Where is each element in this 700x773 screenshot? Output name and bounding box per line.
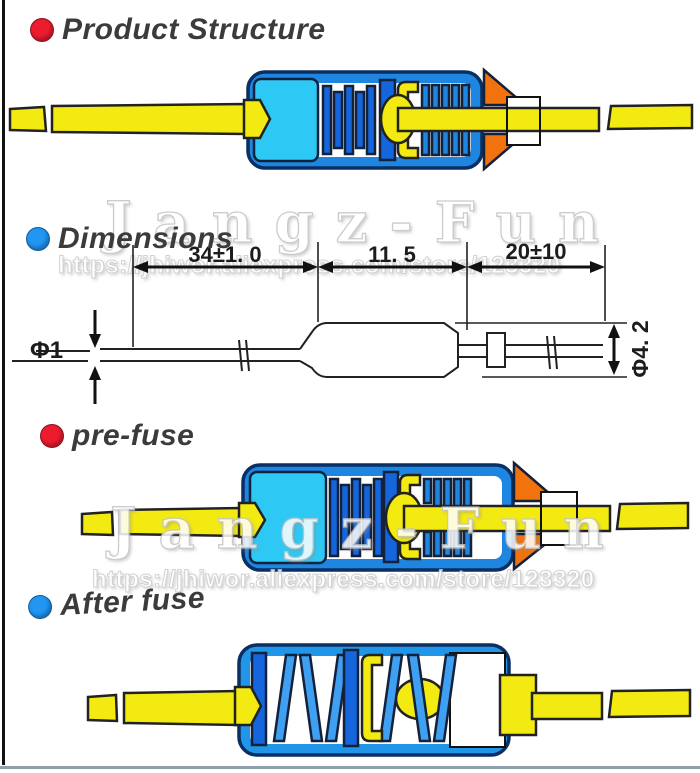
fuse-outline (12, 322, 603, 378)
section-title: Dimensions (58, 222, 234, 255)
blue-dot-icon (26, 227, 50, 251)
section-title: After fuse (59, 581, 206, 622)
dim-body-length: 34±1. 0 (188, 242, 261, 267)
dimension-labels: 34±1. 0 11. 5 20±10 Φ1 Φ4. 2 (30, 239, 653, 378)
fuse-cross-section-after-fuse (86, 643, 692, 757)
right-lead-wire (606, 103, 694, 131)
expanded-spring (272, 653, 458, 743)
section-product-structure: Product Structure (30, 13, 326, 47)
dim-body-diameter: Φ4. 2 (627, 320, 653, 377)
lead-anchor-tab (233, 685, 263, 727)
lead-anchor-tab (242, 98, 272, 140)
section-dimensions: Dimensions (26, 222, 233, 256)
bottom-border-line (0, 766, 700, 769)
right-lead-shaft (396, 106, 601, 133)
section-pre-fuse: pre-fuse (40, 419, 194, 453)
watermark-brand: Jangz-Fun (109, 495, 626, 562)
section-title: Product Structure (62, 13, 326, 46)
left-lead-tip (86, 693, 119, 723)
contact-clip (360, 653, 384, 743)
left-lead-tip (8, 105, 48, 133)
spring-divider (342, 648, 360, 748)
dim-lead-diameter: Φ1 (30, 337, 63, 364)
fuse-cross-section-pre-fuse (80, 460, 690, 572)
bushing (449, 652, 506, 748)
dim-lead-length: 20±10 (505, 239, 566, 264)
watermark-brand: Jangz-Fun (104, 189, 621, 256)
left-lead-wire (122, 689, 239, 727)
watermark-url: https://jhiwor.aliexpress.com/store/1233… (92, 566, 595, 594)
fuse-drawing (8, 67, 694, 172)
right-lead-wire (607, 688, 692, 719)
blue-dot-icon (27, 594, 53, 620)
fuse-drawing (86, 643, 692, 757)
right-lead-shaft (530, 691, 604, 721)
right-lead-wire (615, 501, 690, 531)
red-dot-icon (40, 424, 64, 448)
arrowheads (89, 261, 620, 380)
left-lead-tip (80, 510, 115, 537)
dim-mid-length: 11. 5 (368, 242, 416, 267)
fuse-drawing (80, 460, 690, 572)
section-title: pre-fuse (72, 419, 195, 452)
section-after-fuse: After fuse (27, 581, 206, 624)
extension-lines (132, 242, 627, 378)
red-dot-icon (30, 18, 54, 42)
dimension-drawing: 34±1. 0 11. 5 20±10 Φ1 Φ4. 2 (12, 239, 653, 404)
right-lead-shaft (402, 504, 612, 533)
left-border-line (2, 0, 5, 765)
lead-collar (498, 673, 538, 737)
left-lead-wire (50, 102, 248, 136)
lead-anchor-tab (237, 501, 267, 539)
fuse-cross-section-product-structure (8, 67, 694, 172)
